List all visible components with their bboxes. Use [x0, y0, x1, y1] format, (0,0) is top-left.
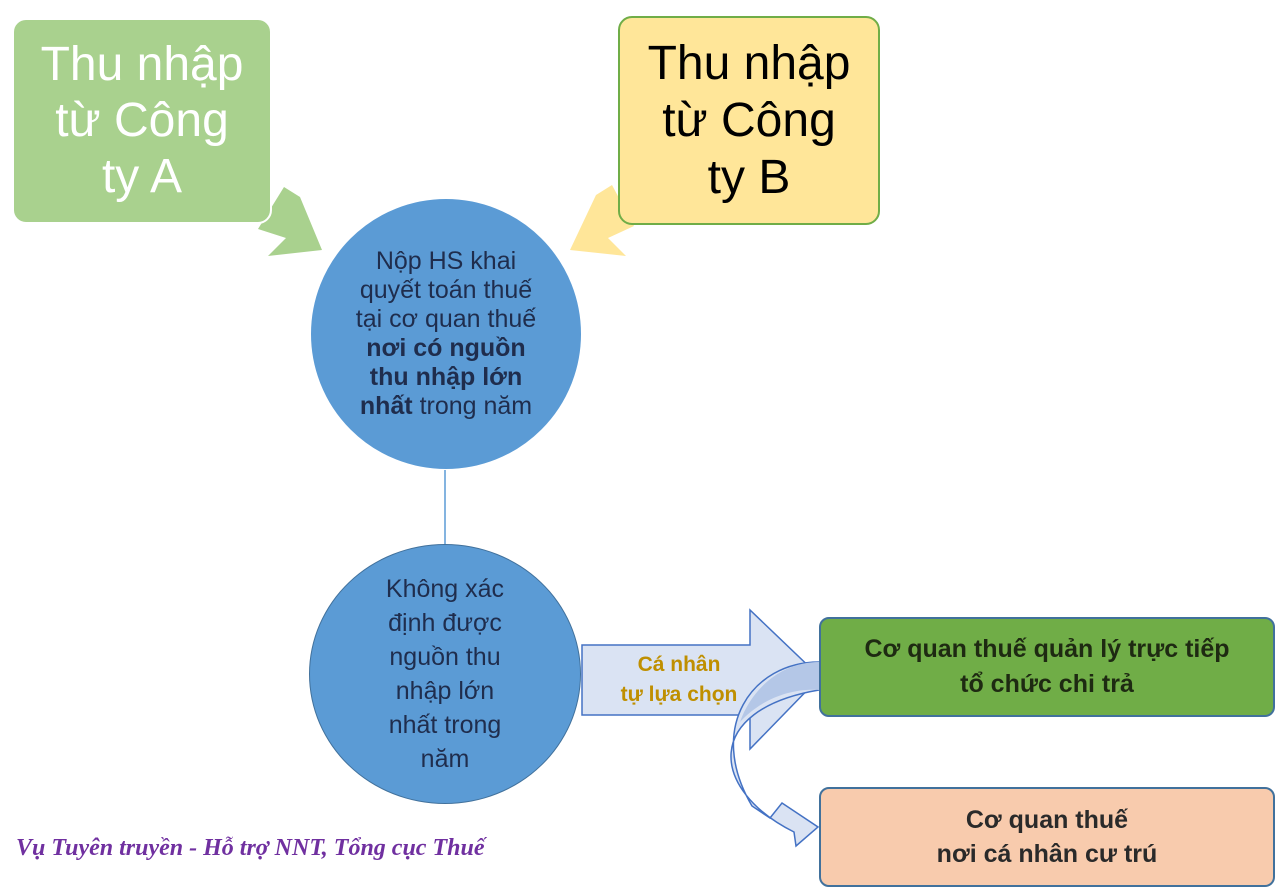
direct-tax-office-box: Cơ quan thuế quản lý trực tiếp tổ chức c…: [819, 617, 1275, 717]
undetermined-source-label: Không xác định được nguồn thu nhập lớn n…: [385, 575, 505, 773]
residence-tax-office-box: Cơ quan thuế nơi cá nhân cư trú: [819, 787, 1275, 887]
arrow-a-to-circle: [258, 187, 322, 256]
curved-arrow-shade: [740, 662, 819, 722]
choice-arrow: [581, 608, 822, 751]
file-return-text-bold: nơi có nguồn thu nhập lớn nhất: [359, 334, 526, 420]
income-company-a-label: Thu nhập từ Công ty A: [40, 38, 244, 203]
footer-credit: Vụ Tuyên truyền - Hỗ trợ NNT, Tổng cục T…: [16, 835, 485, 861]
undetermined-source-circle: Không xác định được nguồn thu nhập lớn n…: [309, 544, 581, 804]
income-company-b-label: Thu nhập từ Công ty B: [647, 37, 851, 204]
file-return-circle: Nộp HS khai quyết toán thuế tại cơ quan …: [310, 198, 582, 470]
residence-tax-office-label: Cơ quan thuế nơi cá nhân cư trú: [936, 806, 1158, 868]
file-return-text: Nộp HS khai quyết toán thuế tại cơ quan …: [346, 247, 546, 421]
direct-tax-office-label: Cơ quan thuế quản lý trực tiếp tổ chức c…: [864, 635, 1230, 698]
income-company-b-box: Thu nhập từ Công ty B: [618, 16, 880, 225]
file-return-text-end: trong năm: [412, 392, 533, 420]
income-company-a-box: Thu nhập từ Công ty A: [12, 18, 272, 224]
file-return-text-start: Nộp HS khai quyết toán thuế tại cơ quan …: [355, 247, 537, 333]
self-choice-label: Cá nhân tự lựa chọn: [620, 653, 738, 706]
